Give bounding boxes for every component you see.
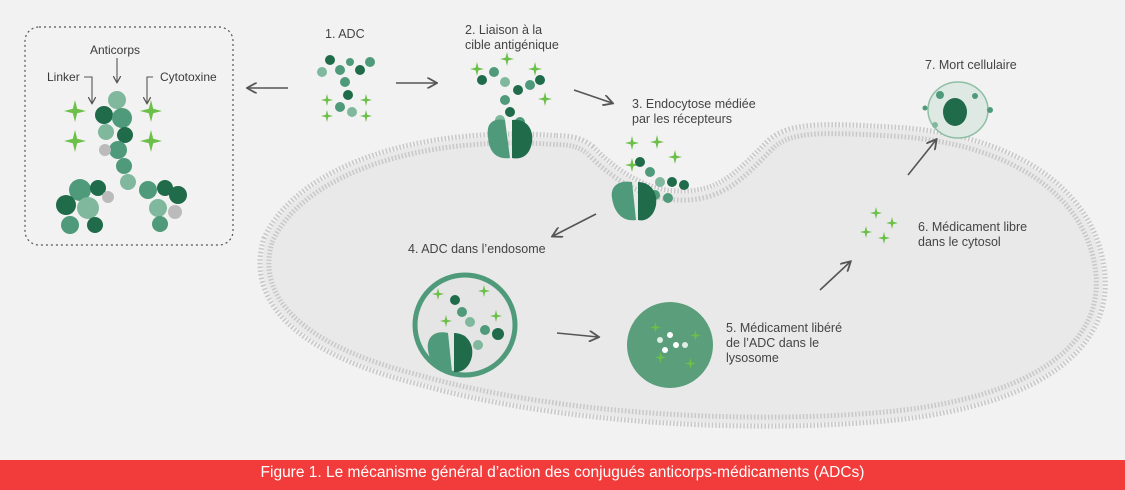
step4-endosome: [412, 272, 518, 378]
figure-caption: Figure 1. Le mécanisme général d’action …: [0, 460, 1125, 490]
adc-mechanism-diagram: [24, 26, 1108, 429]
step2-label-line2: cible antigénique: [465, 38, 559, 52]
legend-cytotoxin-label: Cytotoxine: [160, 70, 217, 84]
step6-label-line1: 6. Médicament libre: [918, 220, 1028, 234]
legend-linker-label: Linker: [47, 70, 80, 84]
step2-label-line1: 2. Liaison à la: [465, 23, 543, 37]
step5-lysosome: [627, 302, 713, 388]
legend-adc-illustration: [56, 91, 187, 234]
step7-label: 7. Mort cellulaire: [925, 58, 1017, 72]
step5-label-line2: de l’ADC dans le: [726, 336, 820, 350]
step4-label: 4. ADC dans l’endosome: [408, 242, 546, 256]
legend-antibody-label: Anticorps: [90, 43, 141, 57]
step6-label-line2: dans le cytosol: [918, 235, 1001, 249]
step3-adc-endocytosis: [611, 135, 689, 221]
step5-label-line1: 5. Médicament libéré: [726, 321, 843, 335]
step5-label-line3: lysosome: [726, 351, 779, 365]
step3-label-line2: par les récepteurs: [632, 112, 733, 126]
process-arrows: [248, 83, 936, 337]
step1-label: 1. ADC: [325, 27, 365, 41]
step2-adc-binding: [470, 52, 552, 159]
step7-dying-cell: [922, 81, 993, 139]
legend-box: [24, 26, 234, 246]
step1-adc: [317, 55, 375, 122]
step3-label-line1: 3. Endocytose médiée: [632, 97, 756, 111]
legend-pointers: [84, 58, 153, 103]
